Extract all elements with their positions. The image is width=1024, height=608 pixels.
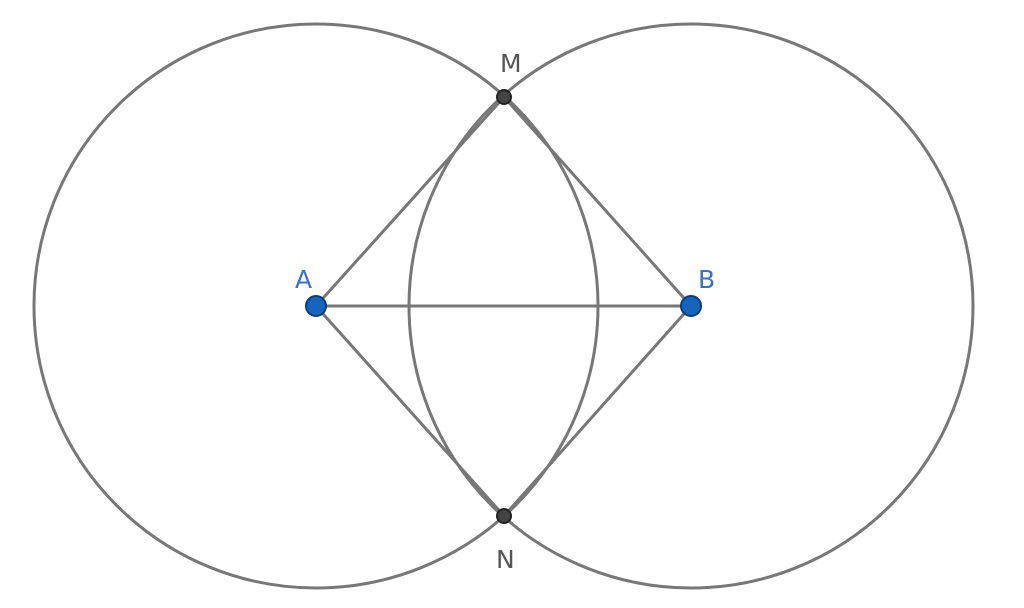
label-a: A (295, 265, 312, 294)
point-m[interactable] (496, 89, 512, 105)
point-a[interactable] (305, 295, 327, 317)
segment-nb (502, 305, 693, 517)
label-b: B (698, 265, 715, 294)
segment-mb (502, 95, 693, 308)
label-n: N (496, 545, 515, 574)
segment-an (314, 304, 506, 518)
label-m: M (500, 49, 522, 78)
point-b[interactable] (680, 295, 702, 317)
segment-am (314, 95, 506, 308)
point-n[interactable] (496, 508, 512, 524)
